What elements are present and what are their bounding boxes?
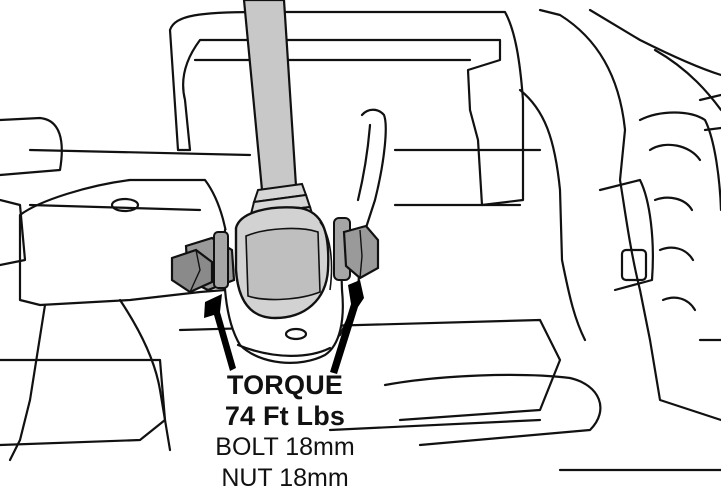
upper-frame-bracket (168, 10, 525, 207)
cv-boot (638, 111, 721, 212)
crossmember (28, 148, 252, 157)
knuckle-outline (538, 8, 721, 422)
arrow-icon (204, 280, 364, 374)
bolt-head-icon (170, 231, 236, 294)
right-clevis-ear (323, 108, 387, 347)
nut-icon (333, 217, 380, 281)
nut-spec: NUT 18mm (221, 464, 349, 492)
torque-value: 74 Ft Lbs (224, 401, 346, 431)
left-frame-rail (0, 116, 63, 177)
torque-label: TORQUE (226, 370, 344, 400)
endlink-rod (242, 0, 298, 192)
lower-frame (0, 358, 167, 447)
bolt-spec: BOLT 18mm (215, 433, 355, 461)
torque-callout: TORQUE 74 Ft Lbs BOLT 18mm NUT 18mm (180, 370, 390, 494)
